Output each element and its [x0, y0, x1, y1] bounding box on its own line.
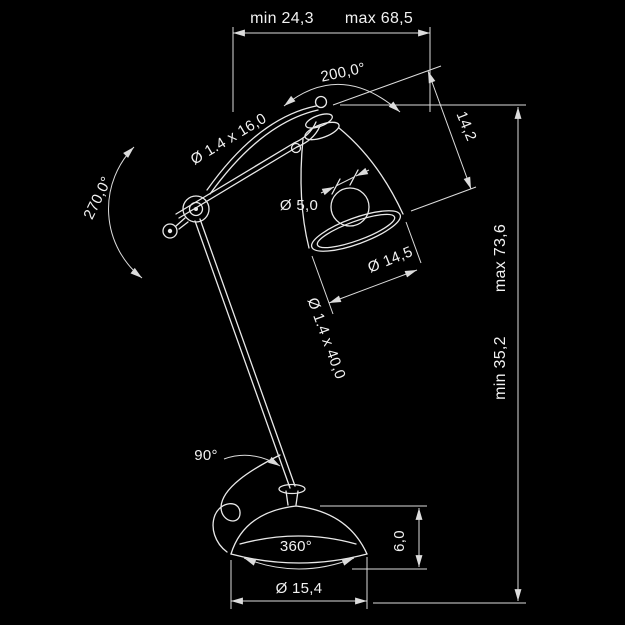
lower-arm-rod	[194, 220, 291, 489]
lower-arm-tube-label: Ø 1.4 x 40,0	[304, 295, 349, 381]
shade-rim-outer	[310, 210, 402, 252]
shade-swivel-dimension: 200,0°	[283, 60, 401, 113]
dimension-line	[328, 269, 418, 304]
base-seam	[239, 535, 357, 545]
elbow-rotation-dimension: 270,0°	[80, 146, 143, 279]
dimension-line	[427, 70, 472, 190]
angle-arc	[108, 146, 143, 279]
angle-arc	[243, 557, 355, 570]
extension-line	[410, 186, 477, 212]
base-bottom-edge	[230, 553, 368, 564]
width-max-label: max 68,5	[345, 10, 413, 27]
base-dome	[230, 505, 368, 555]
base-rotation-dimension: 360°	[243, 538, 355, 570]
base-diameter-dimension: Ø 15,4	[230, 557, 368, 609]
spring-wire	[209, 109, 319, 195]
dimension-line	[335, 176, 355, 187]
upper-arm-tube-label: Ø 1.4 x 16,0	[188, 110, 270, 169]
lamp-figure	[162, 95, 404, 564]
power-cable	[212, 454, 281, 553]
extension-line	[332, 65, 442, 106]
arrow-leader	[223, 454, 281, 467]
shade-left-edge	[300, 138, 310, 249]
base-height-label: 6,0	[391, 530, 408, 552]
shade-depth-label: 14,2	[453, 109, 480, 144]
height-max-label: max 73,6	[492, 224, 509, 292]
upper-arm	[175, 105, 321, 219]
neck-curve	[293, 121, 317, 144]
shade-hole-label: Ø 5,0	[280, 197, 318, 214]
base-collar	[278, 483, 306, 495]
elbow-joint	[162, 195, 210, 239]
cable-curl	[212, 454, 281, 553]
neck-curve	[296, 125, 321, 148]
arm-swivel-label: 90°	[194, 447, 218, 464]
dimension-annotations: min 24,3 max 68,5 200,0° Ø 1.4 x 16,0 27…	[80, 10, 526, 609]
neck-screw	[290, 142, 302, 154]
extension-line	[311, 255, 334, 315]
height-min-label: min 35,2	[492, 336, 509, 400]
socket-collar	[304, 121, 340, 141]
lower-arm	[194, 218, 296, 489]
base-rotation-label: 360°	[280, 538, 312, 555]
shade-diameter-dimension: Ø 14,5	[311, 221, 422, 315]
angle-arc	[283, 84, 401, 113]
width-min-label: min 24,3	[250, 10, 314, 27]
base-neck	[285, 490, 299, 506]
lower-arm-rod	[199, 218, 296, 487]
socket-collar	[305, 113, 333, 129]
base-diameter-label: Ø 15,4	[276, 580, 323, 597]
upper-arm-rod	[178, 146, 298, 219]
bulb	[330, 187, 370, 227]
upper-arm-rod	[175, 142, 295, 215]
joint-thumbscrew-center	[167, 228, 173, 234]
joint-thumbscrew	[162, 223, 178, 239]
shade-hole-dimension: Ø 5,0	[280, 167, 370, 214]
shade-swivel-label: 200,0°	[319, 60, 367, 86]
shade-rim-inner	[316, 213, 396, 249]
base-height-dimension: 6,0	[320, 505, 427, 570]
width-dimension: min 24,3 max 68,5	[232, 10, 431, 112]
arm-swivel-dimension: 90°	[194, 447, 281, 467]
head-knob	[314, 95, 328, 109]
shade-diameter-label: Ø 14,5	[365, 243, 415, 276]
height-dimension: max 73,6 min 35,2	[340, 104, 526, 604]
joint-knob-link	[175, 217, 189, 230]
arrow-leader	[355, 167, 370, 177]
arrow-leader	[320, 186, 335, 196]
extension-line	[405, 221, 422, 264]
shade-right-edge	[338, 127, 404, 215]
elbow-rotation-label: 270,0°	[80, 174, 115, 222]
